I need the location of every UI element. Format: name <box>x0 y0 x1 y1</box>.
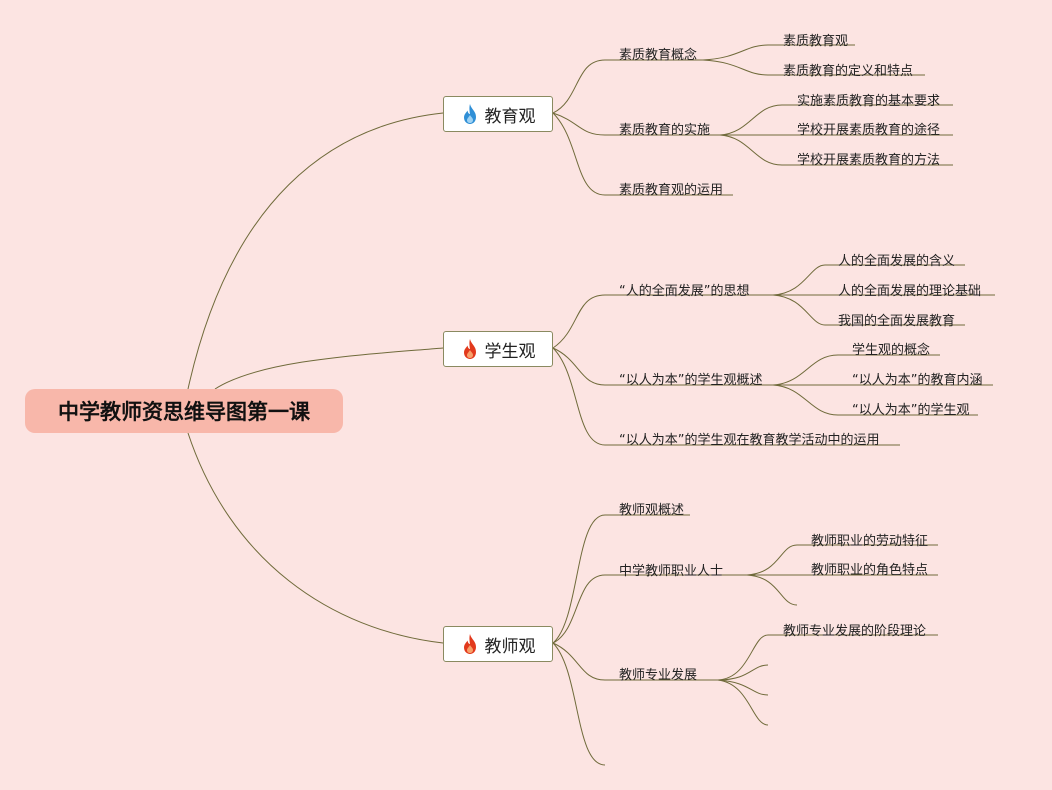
leaf-topic[interactable]: 教师专业发展的阶段理论 <box>783 624 927 639</box>
link-b2-sub1-leaf3 <box>772 294 965 326</box>
link-b2-sub1 <box>552 294 773 349</box>
subtopic[interactable]: “以人为本”的学生观在教育教学活动中的运用 <box>619 433 880 448</box>
branch-label: 学生观 <box>484 341 536 362</box>
subtopic[interactable]: 素质教育观的运用 <box>619 183 724 198</box>
leaf-topic[interactable]: 我国的全面发展教育 <box>838 314 956 329</box>
subtopic[interactable]: 素质教育概念 <box>619 48 698 63</box>
leaf-topic[interactable]: 素质教育的定义和特点 <box>783 64 914 79</box>
leaf-topic[interactable]: 学校开展素质教育的方法 <box>797 153 941 168</box>
leaf-topic[interactable]: 人的全面发展的含义 <box>838 254 956 269</box>
link-b1-sub2 <box>552 112 720 136</box>
subtopic[interactable]: 素质教育的实施 <box>619 123 711 138</box>
subtopic[interactable]: “以人为本”的学生观概述 <box>619 373 763 388</box>
leaf-topic[interactable]: 人的全面发展的理论基础 <box>838 284 982 299</box>
link-b1-sub1-leaf1 <box>702 44 855 61</box>
link-b3-sub1 <box>552 514 690 644</box>
link-b3-sub2 <box>552 574 747 644</box>
leaf-topic[interactable]: 学校开展素质教育的途径 <box>797 123 941 138</box>
link-root-branch-3 <box>187 432 444 644</box>
link-b1-sub2-leaf1 <box>719 104 953 136</box>
leaf-topic[interactable]: 学生观的概念 <box>852 343 931 358</box>
branch-label: 教育观 <box>484 106 536 127</box>
link-b3-sub4 <box>552 642 606 766</box>
branch-node-teacher-view[interactable]: 教师观 <box>443 626 553 662</box>
link-b2-sub1-leaf1 <box>772 264 965 296</box>
leaf-topic[interactable]: 教师职业的劳动特征 <box>811 534 929 549</box>
leaf-topic[interactable]: “以人为本”的学生观 <box>852 403 970 418</box>
leaf-topic[interactable]: 实施素质教育的基本要求 <box>797 94 941 109</box>
leaf-topic[interactable]: 素质教育观 <box>783 34 849 49</box>
link-b3-sub2-leaf1 <box>746 544 938 576</box>
leaf-topic[interactable]: 教师职业的角色特点 <box>811 563 929 578</box>
branch-node-education-view[interactable]: 教育观 <box>443 96 553 132</box>
leaf-topic[interactable]: “以人为本”的教育内涵 <box>852 373 983 388</box>
link-b1-sub1 <box>552 59 703 114</box>
red-flame-icon <box>463 339 476 359</box>
red-flame-icon <box>463 634 476 654</box>
link-b1-sub3 <box>552 112 733 196</box>
branch-label: 教师观 <box>484 636 536 657</box>
link-b2-sub2 <box>552 347 773 386</box>
subtopic[interactable]: 教师专业发展 <box>619 668 698 683</box>
link-b3-sub3-leaf4 <box>717 679 769 726</box>
link-b3-sub3-leaf3 <box>717 679 769 696</box>
link-b3-sub3-leaf2 <box>717 664 769 681</box>
blue-flame-icon <box>463 104 476 124</box>
link-b2-sub2-leaf1 <box>772 354 940 386</box>
subtopic[interactable]: 中学教师职业人士 <box>619 564 724 579</box>
link-b1-sub1-leaf2 <box>702 59 925 76</box>
root-topic[interactable]: 中学教师资思维导图第一课 <box>25 389 343 433</box>
subtopic[interactable]: 教师观概述 <box>619 503 685 518</box>
link-root-branch-2 <box>214 347 444 390</box>
link-b3-sub2-leaf3 <box>746 574 798 606</box>
branch-node-student-view[interactable]: 学生观 <box>443 331 553 367</box>
link-b2-sub2-leaf3 <box>772 384 978 416</box>
link-b1-sub2-leaf3 <box>719 134 953 166</box>
link-b3-sub3 <box>552 642 718 681</box>
subtopic[interactable]: “人的全面发展”的思想 <box>619 284 750 299</box>
link-root-branch-1 <box>187 112 444 390</box>
link-b3-sub3-leaf1 <box>717 634 938 681</box>
link-b2-sub3 <box>552 347 900 446</box>
